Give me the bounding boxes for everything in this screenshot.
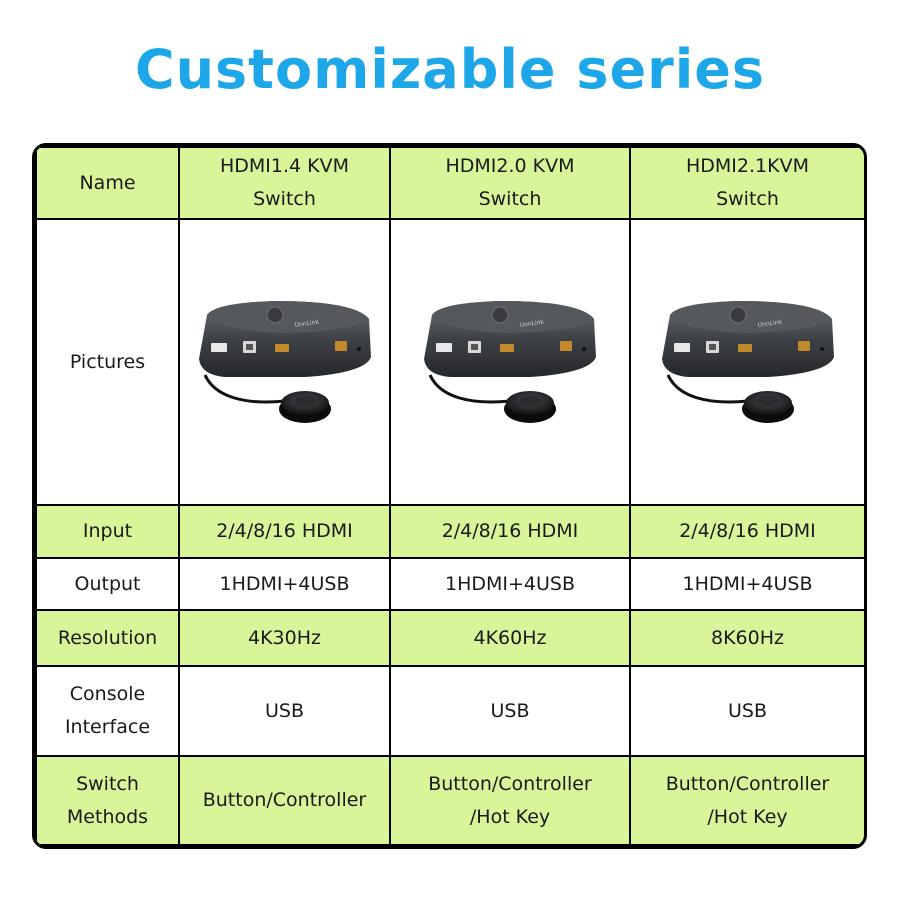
console-cell: USB bbox=[178, 665, 391, 757]
product-image: UnnLink bbox=[389, 218, 631, 506]
output-cell: 1HDMI+4USB bbox=[389, 557, 631, 611]
row-resolution: Resolution 4K30Hz 4K60Hz 8K60Hz bbox=[35, 609, 864, 667]
output-cell: 1HDMI+4USB bbox=[178, 557, 391, 611]
row-label-input: Input bbox=[35, 504, 180, 559]
row-input: Input 2/4/8/16 HDMI 2/4/8/16 HDMI 2/4/8/… bbox=[35, 504, 864, 559]
resolution-cell: 8K60Hz bbox=[629, 609, 864, 667]
row-label-pictures: Pictures bbox=[35, 218, 180, 506]
product-image: UnnLink bbox=[178, 218, 391, 506]
row-pictures: Pictures UnnLink bbox=[35, 218, 864, 506]
resolution-cell: 4K60Hz bbox=[389, 609, 631, 667]
switch-cell: Button/Controller/Hot Key bbox=[629, 755, 864, 846]
kvm-switch-illustration: UnnLink bbox=[424, 301, 596, 423]
switch-cell: Button/Controller/Hot Key bbox=[389, 755, 631, 846]
svg-text:UnnLink: UnnLink bbox=[757, 319, 783, 329]
row-output: Output 1HDMI+4USB 1HDMI+4USB 1HDMI+4USB bbox=[35, 557, 864, 611]
kvm-switch-illustration: UnnLink bbox=[198, 301, 371, 423]
input-cell: 2/4/8/16 HDMI bbox=[178, 504, 391, 559]
input-cell: 2/4/8/16 HDMI bbox=[389, 504, 631, 559]
row-label-resolution: Resolution bbox=[35, 609, 180, 667]
row-label-output: Output bbox=[35, 557, 180, 611]
row-label-name: Name bbox=[35, 146, 180, 220]
console-cell: USB bbox=[629, 665, 864, 757]
product-image: UnnLink bbox=[629, 218, 864, 506]
kvm-switch-illustration: UnnLink bbox=[661, 301, 834, 423]
output-cell: 1HDMI+4USB bbox=[629, 557, 864, 611]
resolution-cell: 4K30Hz bbox=[178, 609, 391, 667]
console-cell: USB bbox=[389, 665, 631, 757]
svg-text:UnnLink: UnnLink bbox=[519, 319, 545, 329]
switch-cell: Button/Controller bbox=[178, 755, 391, 846]
page-title: Customizable series bbox=[134, 38, 766, 101]
svg-text:UnnLink: UnnLink bbox=[294, 319, 320, 329]
input-cell: 2/4/8/16 HDMI bbox=[629, 504, 864, 559]
